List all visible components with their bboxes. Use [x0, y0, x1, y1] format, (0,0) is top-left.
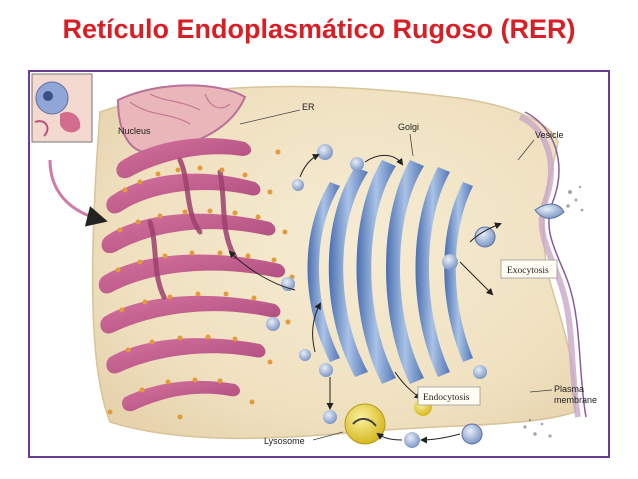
label-plasma: Plasma — [554, 384, 584, 394]
label-nucleus: Nucleus — [118, 126, 151, 136]
transport-vesicles — [266, 144, 496, 448]
label-endocytosis: Endocytosis — [423, 393, 470, 403]
rough-er — [98, 138, 286, 412]
exocytosis-box: Exocytosis — [500, 259, 558, 279]
membrane-edge — [524, 111, 587, 418]
label-er: ER — [302, 102, 315, 112]
zoom-arrow — [48, 159, 108, 227]
endocytosis-box: Endocytosis — [417, 386, 481, 406]
label-membrane: membrane — [554, 395, 597, 405]
label-exocytosis: Exocytosis — [507, 266, 549, 276]
cell-secretory-pathway-diagram: Nucleus ER Golg — [31, 73, 597, 448]
golgi-apparatus — [307, 160, 473, 384]
page-title: Retículo Endoplasmático Rugoso (RER) — [62, 14, 576, 44]
secretory-vesicle-fusion — [534, 203, 565, 219]
label-lysosome: Lysosome — [264, 436, 305, 446]
flow-arrows — [228, 154, 502, 444]
secreted-material — [523, 185, 584, 438]
diagram-frame: Nucleus ER Golg — [28, 70, 610, 458]
label-vesicle: Vesicle — [535, 130, 564, 140]
cell-thumbnail — [31, 73, 93, 143]
label-golgi: Golgi — [398, 122, 419, 132]
ribosomes — [107, 149, 295, 420]
nucleus — [116, 84, 247, 154]
plasma-membrane — [518, 114, 581, 418]
